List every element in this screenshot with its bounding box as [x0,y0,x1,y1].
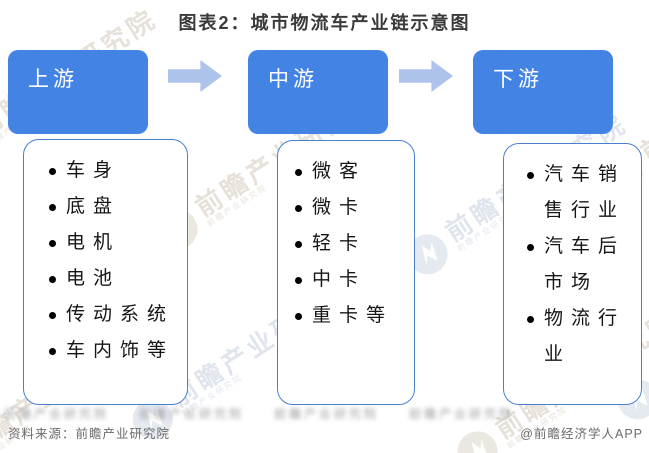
downstream-list: 汽车销售行业 汽车后市场 物流行业 [527,157,635,373]
stage-box-downstream: 下游 [473,50,613,134]
stage-label-midstream: 中游 [268,68,318,91]
source-text: 资料来源：前瞻产业研究院 [8,427,171,441]
list-item: 车内饰等 [49,333,187,369]
list-item: 微客 [295,154,414,190]
stage-box-upstream: 上游 [8,50,148,134]
list-item: 重卡等 [295,298,414,334]
qianzhan-logo-icon [450,424,505,453]
upstream-list: 车身 底盘 电机 电池 传动系统 车内饰等 [49,153,187,369]
watermark-row: 前瞻产业研究院 前瞻产业研究院 前瞻产业研究院 前瞻产业研究院 [4,407,515,421]
right-arrow-icon [168,60,222,92]
list-item: 传动系统 [49,297,187,333]
stage-box-midstream: 中游 [248,50,388,134]
list-item: 汽车销售行业 [527,157,635,229]
list-item: 电机 [49,225,187,261]
list-item: 物流行业 [527,301,635,373]
list-item: 电池 [49,261,187,297]
upstream-list-box: 车身 底盘 电机 电池 传动系统 车内饰等 [23,139,188,405]
list-item: 汽车后市场 [527,229,635,301]
right-arrow-icon [399,60,453,92]
page-title: 图表2：城市物流车产业链示意图 [178,13,471,33]
midstream-list-box: 微客 微卡 轻卡 中卡 重卡等 [277,140,415,405]
credit-text: @前瞻经济学人APP [520,427,643,441]
list-item: 轻卡 [295,226,414,262]
stage-label-downstream: 下游 [493,68,543,91]
downstream-list-box: 汽车销售行业 汽车后市场 物流行业 [503,143,642,405]
list-item: 中卡 [295,262,414,298]
list-item: 微卡 [295,190,414,226]
midstream-list: 微客 微卡 轻卡 中卡 重卡等 [295,154,414,334]
stage-label-upstream: 上游 [28,68,78,91]
watermark-text: 前瞻产业研究院 [635,28,649,168]
list-item: 底盘 [49,189,187,225]
list-item: 车身 [49,153,187,189]
